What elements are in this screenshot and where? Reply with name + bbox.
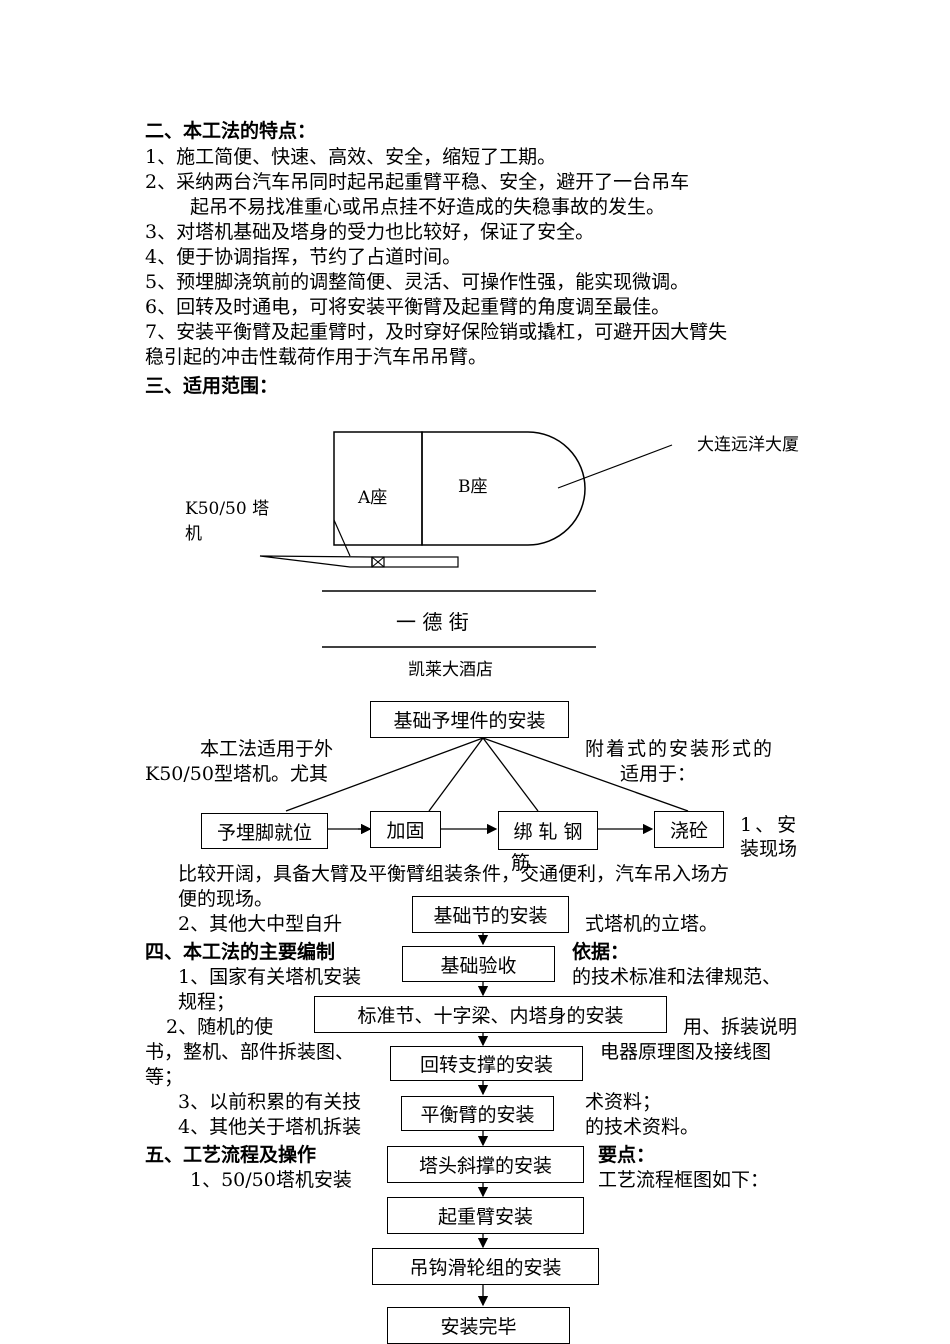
basis-4b: 的技术资料。 <box>585 1116 700 1138</box>
basis-2b: 用、拆装说明 <box>683 1016 798 1038</box>
feature-item-2-cont: 起吊不易找准重心或吊点挂不好造成的失稳事故的发生。 <box>190 196 666 218</box>
basis-2a: 2、随机的使 <box>166 1016 274 1038</box>
scope-para-2: 便的现场。 <box>178 888 274 910</box>
flow-step-counter-jib: 平衡臂的安装 <box>401 1096 554 1131</box>
feature-item-5: 5、预埋脚浇筑前的调整简便、灵活、可操作性强，能实现微调。 <box>145 271 690 293</box>
block-a-label: A座 <box>358 488 388 508</box>
basis-2d: 电器原理图及接线图 <box>600 1041 772 1063</box>
scope-para-1: 比较开阔，具备大臂及平衡臂组装条件，交通便利，汽车吊入场方 <box>178 863 730 885</box>
scope-right-4: 装现场 <box>740 838 798 860</box>
section-5-heading-a: 五、工艺流程及操作 <box>145 1144 317 1166</box>
scope-para-3b: 式塔机的立塔。 <box>585 913 719 935</box>
section-5-heading-b: 要点： <box>598 1144 656 1166</box>
block-b-label: B座 <box>458 477 488 497</box>
flow-step-jib: 起重臂安装 <box>387 1197 584 1234</box>
scope-line-2: K50/50型塔机。尤其 <box>145 763 328 785</box>
feature-item-7: 7、安装平衡臂及起重臂时，及时穿好保险销或撬杠，可避开因大臂失 <box>145 321 728 343</box>
section-2-heading: 二、本工法的特点： <box>145 120 317 142</box>
process-intro-b: 工艺流程框图如下： <box>598 1169 770 1191</box>
scope-para-3a: 2、其他大中型自升 <box>178 913 343 935</box>
basis-1a: 1、国家有关塔机安装 <box>178 966 362 988</box>
building-label: 大连远洋大厦 <box>697 435 799 455</box>
flow-step-base-section: 基础节的安装 <box>412 896 569 933</box>
flow-box-rebar-text: 绑 轧 钢 <box>513 821 583 843</box>
feature-item-4: 4、便于协调指挥，节约了占道时间。 <box>145 246 462 268</box>
section-3-heading: 三、适用范围： <box>145 375 279 397</box>
feature-item-2: 2、采纳两台汽车吊同时起吊起重臂平稳、安全，避开了一台吊车 <box>145 171 690 193</box>
process-intro-a: 1、50/50塔机安装 <box>190 1169 352 1191</box>
flow-step-standard-section: 标准节、十字梁、内塔身的安装 <box>314 996 667 1033</box>
section-4-heading-a: 四、本工法的主要编制 <box>145 941 336 963</box>
flow-box-concrete: 浇砼 <box>654 811 724 848</box>
flow-box-reinforce: 加固 <box>370 811 441 848</box>
street-label: 一 德 街 <box>396 610 469 634</box>
flow-box-anchor-position: 予埋脚就位 <box>201 813 328 849</box>
hotel-label: 凯莱大酒店 <box>408 660 493 680</box>
basis-2c: 书，整机、部件拆装图、 <box>145 1041 355 1063</box>
feature-item-1: 1、施工简便、快速、高效、安全，缩短了工期。 <box>145 146 557 168</box>
basis-3a: 3、以前积累的有关技 <box>178 1091 362 1113</box>
scope-right-3: 1、安 <box>740 814 800 836</box>
scope-line-1: 本工法适用于外 <box>200 738 334 760</box>
flow-step-tower-head: 塔头斜撑的安装 <box>387 1146 584 1183</box>
scope-right-1: 附着式的安装形式的 <box>585 738 775 760</box>
feature-item-6: 6、回转及时通电，可将安装平衡臂及起重臂的角度调至最佳。 <box>145 296 671 318</box>
flow-step-base-acceptance: 基础验收 <box>402 946 555 982</box>
flow-step-slewing: 回转支撑的安装 <box>390 1046 583 1081</box>
basis-1b: 的技术标准和法律规范、 <box>572 966 782 988</box>
feature-item-7-cont: 稳引起的冲击性载荷作用于汽车吊吊臂。 <box>145 346 488 368</box>
flow-box-rebar: 绑 轧 钢 筋 <box>498 811 598 874</box>
flow-step-hook-block: 吊钩滑轮组的安装 <box>372 1248 599 1285</box>
flow-box-embedded-parts: 基础予埋件的安装 <box>370 701 569 738</box>
crane-label: K50/50 塔 <box>185 499 270 519</box>
basis-4a: 4、其他关于塔机拆装 <box>178 1116 362 1138</box>
flow-step-complete: 安装完毕 <box>387 1307 570 1344</box>
feature-item-3: 3、对塔机基础及塔身的受力也比较好，保证了安全。 <box>145 221 595 243</box>
flow-box-rebar-text-cont: 筋 <box>511 852 531 874</box>
basis-3b: 术资料； <box>585 1091 662 1113</box>
scope-right-2: 适用于： <box>620 763 697 785</box>
basis-2-cont: 等； <box>145 1066 184 1088</box>
crane-label-cont: 机 <box>185 524 202 544</box>
section-4-heading-b: 依据： <box>572 941 630 963</box>
basis-1-cont: 规程； <box>178 991 236 1013</box>
